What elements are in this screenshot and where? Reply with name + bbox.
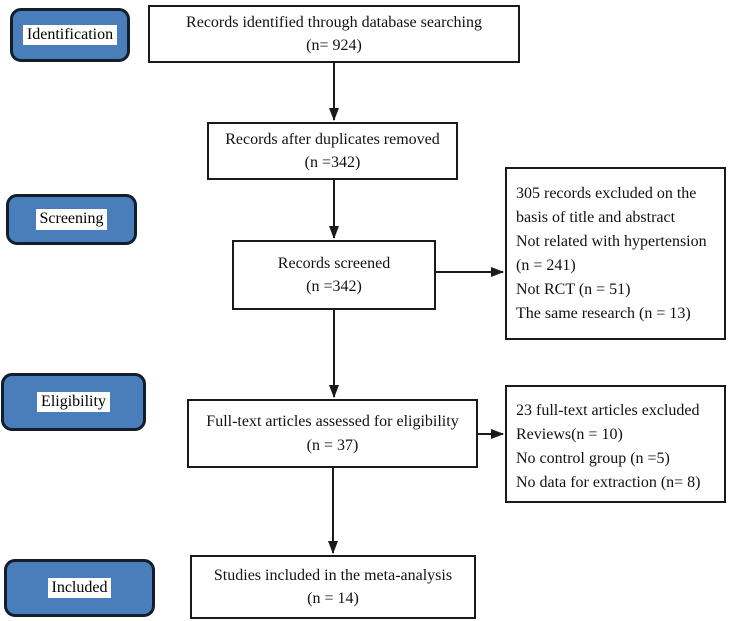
box-duplicates-removed: Records after duplicates removed (n =342…	[207, 122, 458, 180]
stage-label-included: Included	[4, 559, 155, 617]
box-screening-exclusions: 305 records excluded on the basis of tit…	[505, 167, 726, 340]
box-records-screened: Records screened (n =342)	[232, 240, 436, 310]
stage-label-text: Screening	[35, 209, 108, 230]
exclusion-line: Not RCT (n = 51)	[516, 280, 631, 298]
exclusion-line: Reviews(n = 10)	[516, 426, 623, 443]
stage-label-screening: Screening	[6, 194, 137, 245]
box-studies-included: Studies included in the meta-analysis (n…	[190, 555, 476, 619]
stage-label-text: Identification	[22, 24, 118, 46]
stage-label-identification: Identification	[10, 8, 130, 62]
box-title: Full-text articles assessed for eligibil…	[206, 413, 459, 431]
box-title: Records identified through database sear…	[186, 13, 482, 31]
box-records-identified: Records identified through database sear…	[148, 5, 520, 63]
exclusion-line: No data for extraction (n= 8)	[516, 474, 701, 491]
box-title: Records after duplicates removed	[225, 130, 440, 148]
exclusion-line: 23 full-text articles excluded	[516, 402, 700, 419]
box-title: Studies included in the meta-analysis	[213, 566, 453, 584]
exclusion-line: (n = 241)	[516, 256, 576, 274]
exclusion-line: basis of title and abstract	[516, 208, 676, 226]
box-title: Records screened	[277, 254, 391, 272]
box-eligibility-exclusions: 23 full-text articles excluded Reviews(n…	[505, 385, 726, 503]
exclusion-line: No control group (n =5)	[516, 450, 670, 467]
box-count: (n= 924)	[306, 37, 362, 54]
exclusion-line: Not related with hypertension	[516, 232, 707, 250]
box-count: (n =342)	[304, 154, 361, 171]
exclusion-line: 305 records excluded on the	[516, 184, 697, 202]
stage-label-text: Included	[47, 577, 112, 599]
box-count: (n = 37)	[306, 436, 359, 454]
stage-label-text: Eligibility	[37, 391, 110, 413]
box-fulltext-assessed: Full-text articles assessed for eligibil…	[187, 399, 478, 468]
box-count: (n =342)	[306, 278, 362, 295]
stage-label-eligibility: Eligibility	[1, 373, 146, 431]
exclusion-line: The same research (n = 13)	[516, 304, 691, 322]
box-count: (n = 14)	[307, 590, 359, 607]
